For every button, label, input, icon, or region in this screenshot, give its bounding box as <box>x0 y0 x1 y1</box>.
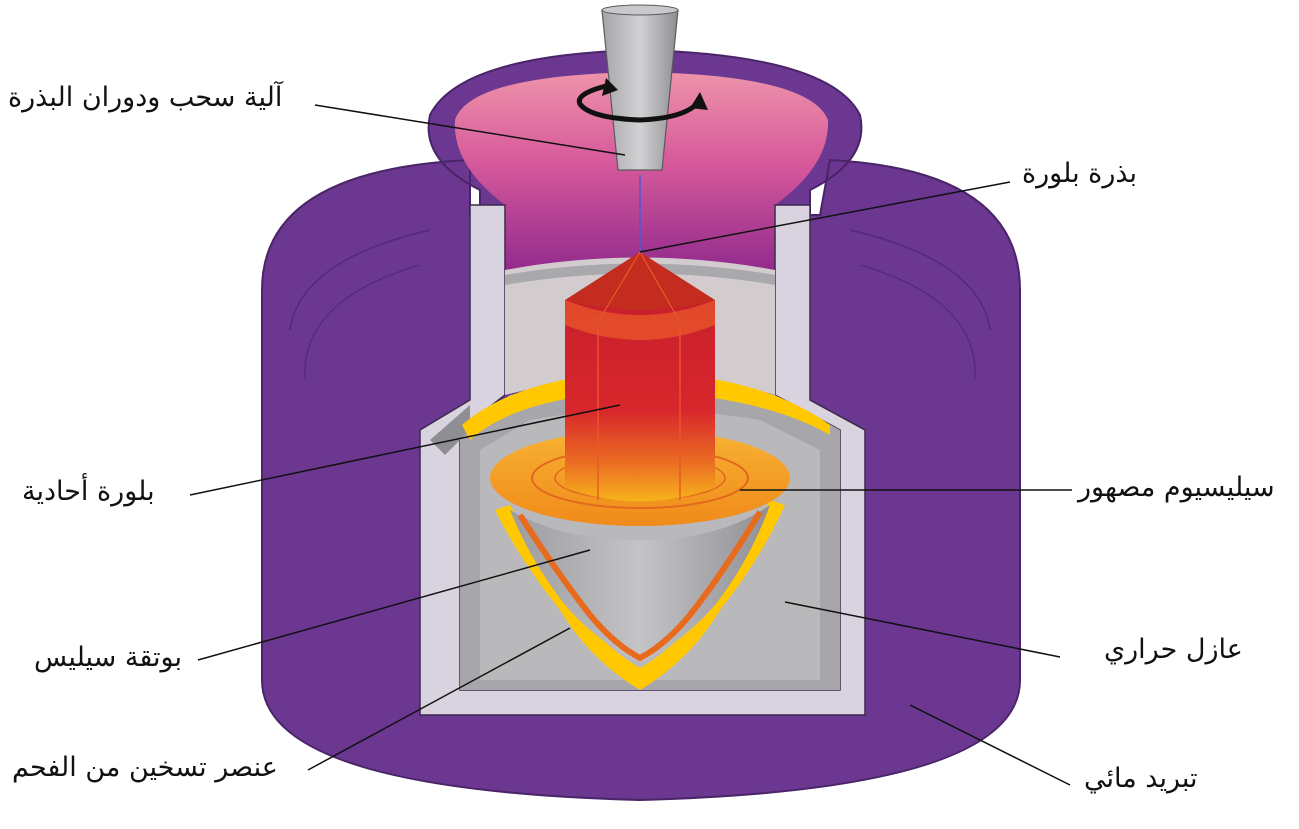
leader-seed-mechanism <box>314 104 626 156</box>
label-seed-pull-rotate-mechanism: آلية سحب ودوران البذرة <box>8 82 283 113</box>
single-crystal-ingot <box>565 251 715 502</box>
leader-insulator <box>784 601 1061 658</box>
leader-single-crystal <box>189 404 621 496</box>
upper-chamber-atmosphere <box>454 72 829 270</box>
leader-water-cooling <box>909 704 1071 786</box>
label-molten-silicon: سيليسيوم مصهور <box>1078 472 1275 503</box>
rotation-arrow-icon <box>576 78 708 123</box>
label-single-crystal: بلورة أحادية <box>22 476 155 507</box>
leader-heater <box>307 627 571 771</box>
silica-crucible <box>510 505 770 662</box>
leader-lines <box>189 104 1072 786</box>
label-carbon-heater: عنصر تسخين من الفحم <box>12 752 278 783</box>
leader-seed-crystal <box>639 181 1011 253</box>
seed-pull-rod <box>601 4 679 171</box>
label-thermal-insulator: عازل حراري <box>1104 634 1243 665</box>
leader-crucible <box>197 549 591 661</box>
inner-ring <box>505 263 775 285</box>
label-water-cooling: تبريد مائي <box>1084 763 1198 794</box>
carbon-heater <box>462 372 830 690</box>
label-seed-crystal: بذرة بلورة <box>1022 158 1138 189</box>
label-silica-crucible: بوتقة سيليس <box>34 642 182 673</box>
